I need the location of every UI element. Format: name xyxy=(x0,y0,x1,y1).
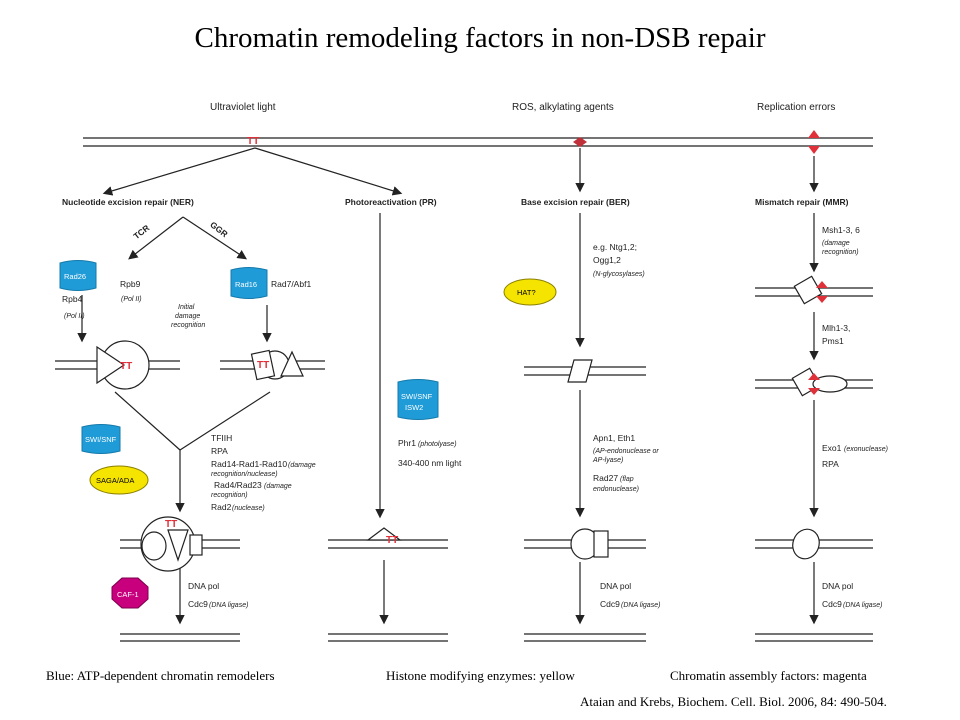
rad2-label: Rad2 xyxy=(211,502,232,512)
pr-photolyase-duplex xyxy=(328,527,448,549)
tcr-label: TCR xyxy=(131,223,151,242)
msh-note-1: (damage xyxy=(822,240,850,247)
page-title: Chromatin remodeling factors in non-DSB … xyxy=(194,22,766,54)
mmr-dnapol-label: DNA pol xyxy=(822,581,853,591)
rpb9-pol2-note: (Pol II) xyxy=(121,296,142,303)
ber-cdc9-note: (DNA ligase) xyxy=(621,602,660,609)
rad26-label: Rad26 xyxy=(64,272,86,281)
heading-mmr: Mismatch repair (MMR) xyxy=(755,197,849,207)
top-dna-duplex xyxy=(83,137,873,147)
pr-final-duplex xyxy=(328,633,448,642)
rad16-remodeler xyxy=(230,267,268,299)
ber-glyco-note: (N-glycosylases) xyxy=(593,271,645,278)
exo1-label: Exo1 xyxy=(822,443,842,453)
ner-cdc9-label: Cdc9 xyxy=(188,599,208,609)
swisnf-remodeler xyxy=(81,424,121,454)
rad2-note: (nuclease) xyxy=(232,505,265,512)
rpb9-label: Rpb9 xyxy=(120,279,141,289)
rpb4-label: Rpb4 xyxy=(62,294,83,304)
mismatch-lesion-mark xyxy=(808,130,820,154)
ber-polymerase-complex xyxy=(524,528,646,560)
initial-note-2: damage xyxy=(175,313,200,320)
mlh-label: Mlh1-3, xyxy=(822,323,850,333)
hat-enzyme xyxy=(503,278,557,306)
mmr-mlh-duplex xyxy=(755,367,873,397)
header-ultraviolet-light: Ultraviolet light xyxy=(210,102,276,113)
mmr-rpa-label: RPA xyxy=(822,459,839,469)
pr-swisnf-label: SWI/SNF xyxy=(401,392,433,401)
mmr-polymerase-complex xyxy=(755,528,873,560)
heading-ner: Nucleotide excision repair (NER) xyxy=(62,197,194,207)
top-tt-damage: TT xyxy=(247,136,259,147)
heading-pr: Photoreactivation (PR) xyxy=(345,197,437,207)
ber-cdc9-label: Cdc9 xyxy=(600,599,620,609)
rad4-note-2: recognition) xyxy=(211,492,248,499)
legend-yellow: Histone modifying enzymes: yellow xyxy=(386,668,575,683)
heading-ber: Base excision repair (BER) xyxy=(521,197,630,207)
swisnf-label: SWI/SNF xyxy=(85,435,117,444)
rad4-label: Rad4/Rad23 xyxy=(214,480,262,490)
ros-lesion-mark xyxy=(573,137,587,147)
msh-label: Msh1-3, 6 xyxy=(822,225,860,235)
mmr-msh-duplex xyxy=(755,275,873,305)
ner-incision-complex xyxy=(120,516,240,572)
apn-note-2: AP-lyase) xyxy=(592,457,623,464)
legend-blue: Blue: ATP-dependent chromatin remodelers xyxy=(46,668,275,683)
pr-light-label: 340-400 nm light xyxy=(398,458,462,468)
apn-note-1: (AP-endonuclease or xyxy=(593,448,659,455)
ber-dnapol-label: DNA pol xyxy=(600,581,631,591)
hat-label: HAT? xyxy=(517,288,536,297)
rpb4-pol2-note: (Pol II) xyxy=(64,313,85,320)
rad27-label: Rad27 xyxy=(593,473,618,483)
citation: Ataian and Krebs, Biochem. Cell. Biol. 2… xyxy=(580,694,887,709)
swisnf-isw2-remodeler xyxy=(397,379,439,420)
rad14-note-2: recognition/nuclease) xyxy=(211,471,278,478)
pr-tt-damage: TT xyxy=(386,535,398,546)
rad4-note-1: (damage xyxy=(264,483,292,490)
header-replication-errors: Replication errors xyxy=(757,102,835,113)
ner-tcr-duplex xyxy=(55,340,180,390)
rad14-note-1: (damage xyxy=(288,462,316,469)
rad14-label: Rad14-Rad1-Rad10 xyxy=(211,459,287,469)
pms1-label: Pms1 xyxy=(822,336,844,346)
msh-note-2: recognition) xyxy=(822,249,859,256)
pr-isw2-label: ISW2 xyxy=(405,403,423,412)
ber-final-duplex xyxy=(524,633,646,642)
rad16-label: Rad16 xyxy=(235,280,257,289)
phr1-label: Phr1 xyxy=(398,438,416,448)
mmr-cdc9-label: Cdc9 xyxy=(822,599,842,609)
caf1-label: CAF-1 xyxy=(117,590,139,599)
rad7-abf1-label: Rad7/Abf1 xyxy=(271,279,311,289)
tfiih-label: TFIIH xyxy=(211,433,232,443)
ber-eg-label: e.g. Ntg1,2; xyxy=(593,242,637,252)
ber-ogg-label: Ogg1,2 xyxy=(593,255,621,265)
apn1-eth1-label: Apn1, Eth1 xyxy=(593,433,635,443)
exo1-note: (exonuclease) xyxy=(844,446,888,453)
saga-ada-label: SAGA/ADA xyxy=(96,476,134,485)
tcr-tt-damage: TT xyxy=(120,361,132,372)
ggr-tt-damage: TT xyxy=(257,360,269,371)
caf1-assembly-factor xyxy=(111,577,149,609)
ner-final-duplex xyxy=(120,633,240,642)
mmr-cdc9-note: (DNA ligase) xyxy=(843,602,882,609)
initial-note-3: recognition xyxy=(171,322,205,329)
ner-incision-tt: TT xyxy=(165,519,177,530)
rad27-note-1: (flap xyxy=(620,476,634,483)
rpa-label: RPA xyxy=(211,446,228,456)
saga-ada-hat xyxy=(89,465,149,495)
header-ros-alkylating: ROS, alkylating agents xyxy=(512,102,614,113)
ner-dnapol-label: DNA pol xyxy=(188,581,219,591)
mmr-final-duplex xyxy=(755,633,873,642)
rad27-note-2: endonuclease) xyxy=(593,486,639,493)
legend-magenta: Chromatin assembly factors: magenta xyxy=(670,668,867,683)
rad26-remodeler xyxy=(59,260,97,291)
ber-ap-site-duplex xyxy=(524,359,646,383)
ner-cdc9-note: (DNA ligase) xyxy=(209,602,248,609)
initial-note-1: Initial xyxy=(178,304,195,311)
ner-ggr-duplex xyxy=(220,349,325,381)
phr1-note: (photolyase) xyxy=(418,441,457,448)
